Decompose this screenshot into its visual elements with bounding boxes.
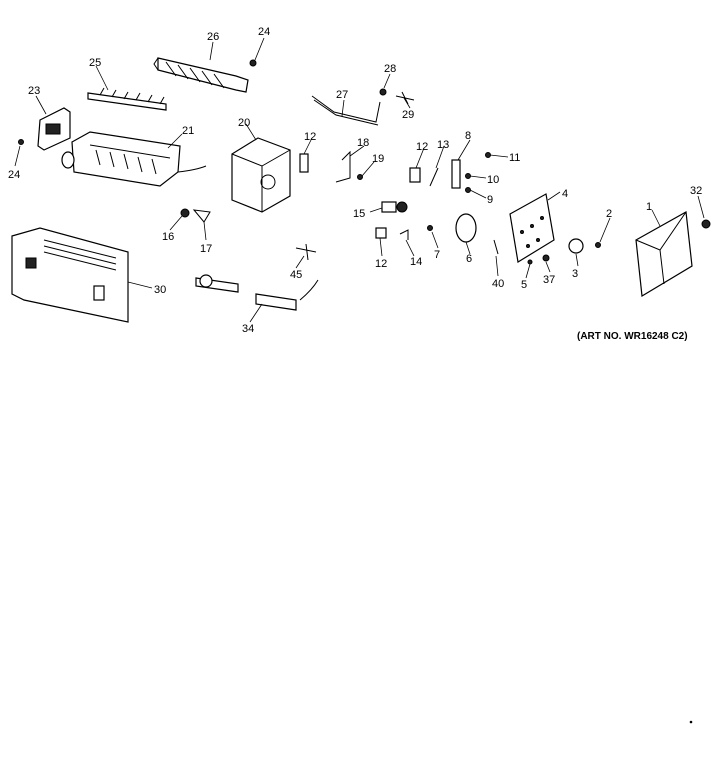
part-6-motor	[455, 213, 477, 243]
part-10-screw	[465, 173, 471, 179]
callout-32: 32	[690, 185, 702, 197]
callout-28: 28	[384, 63, 396, 75]
part-17-cam	[192, 209, 211, 223]
part-45-clip	[295, 243, 319, 301]
callout-19: 19	[372, 153, 384, 165]
part-13-contact	[429, 167, 439, 187]
callout-1: 1	[646, 201, 652, 213]
callout-27: 27	[336, 89, 348, 101]
callout-5: 5	[521, 279, 527, 291]
callout-9: 9	[487, 194, 493, 206]
callout-12-lower: 12	[375, 258, 387, 270]
part-3-thermostat	[568, 238, 584, 254]
callout-7: 7	[434, 249, 440, 261]
part-27-shutoff-arm	[311, 95, 381, 126]
callout-30: 30	[154, 284, 166, 296]
callout-23: 23	[28, 85, 40, 97]
callout-26: 26	[207, 31, 219, 43]
callout-12-upper: 12	[304, 131, 316, 143]
part-30-support-panel	[11, 227, 129, 323]
part-26-ice-tray-cover	[153, 57, 249, 93]
part-1-cover	[635, 211, 693, 297]
callout-15: 15	[353, 208, 365, 220]
part-32-screw	[701, 219, 711, 229]
part-28-arm-fitting	[379, 88, 387, 96]
art-number: (ART NO. WR16248 C2)	[577, 331, 688, 342]
part-12-switch-middle	[409, 167, 421, 183]
callout-25: 25	[89, 57, 101, 69]
part-14-clip	[399, 229, 409, 240]
callout-21: 21	[182, 125, 194, 137]
part-19-screw	[357, 174, 363, 180]
part-23-bracket	[37, 107, 71, 151]
callout-18: 18	[357, 137, 369, 149]
part-29-spring	[395, 91, 415, 105]
part-18-lever	[335, 150, 351, 183]
part-37-screw	[542, 254, 550, 262]
part-7-screw	[427, 225, 433, 231]
part-9-screw	[465, 187, 471, 193]
part-21-ice-mold	[61, 131, 207, 187]
part-4-mounting-plate	[509, 193, 555, 263]
callout-29: 29	[402, 109, 414, 121]
callout-14: 14	[410, 256, 422, 268]
part-5-screw	[527, 259, 533, 265]
part-34-fill-tube	[195, 274, 297, 311]
part-12-switch-upper	[299, 153, 309, 173]
part-16-gear	[180, 208, 190, 218]
part-12-switch-lower	[375, 227, 387, 239]
callout-12-middle: 12	[416, 141, 428, 153]
callout-11: 11	[509, 152, 520, 164]
part-24-screw-left	[18, 139, 24, 145]
leader-lines	[14, 37, 705, 323]
callout-45: 45	[290, 269, 302, 281]
callout-6: 6	[466, 253, 472, 265]
part-11-screw	[485, 152, 491, 158]
callout-4: 4	[562, 188, 568, 200]
callout-24-top: 24	[258, 26, 270, 38]
callout-37: 37	[543, 274, 555, 286]
callout-3: 3	[572, 268, 578, 280]
part-24-screw-top	[249, 59, 257, 67]
callout-34: 34	[242, 323, 254, 335]
part-40-clip	[493, 239, 499, 255]
callout-40: 40	[492, 278, 504, 290]
callout-20: 20	[238, 117, 250, 129]
callout-16: 16	[162, 231, 174, 243]
callout-10: 10	[487, 174, 499, 186]
callout-13: 13	[437, 139, 449, 151]
part-15-fitting	[381, 201, 408, 213]
callout-8: 8	[465, 130, 471, 142]
callout-2: 2	[606, 208, 612, 220]
part-2-screw	[595, 242, 601, 248]
callout-24-left: 24	[8, 169, 20, 181]
part-25-ejector	[87, 87, 167, 111]
part-20-housing	[231, 137, 291, 213]
callout-labels: 26 24 25 23 24 21 20 12 27 28 29 18 19 1…	[8, 26, 702, 335]
callout-17: 17	[200, 243, 212, 255]
stray-dot	[689, 720, 693, 724]
part-8-bracket	[451, 159, 461, 189]
